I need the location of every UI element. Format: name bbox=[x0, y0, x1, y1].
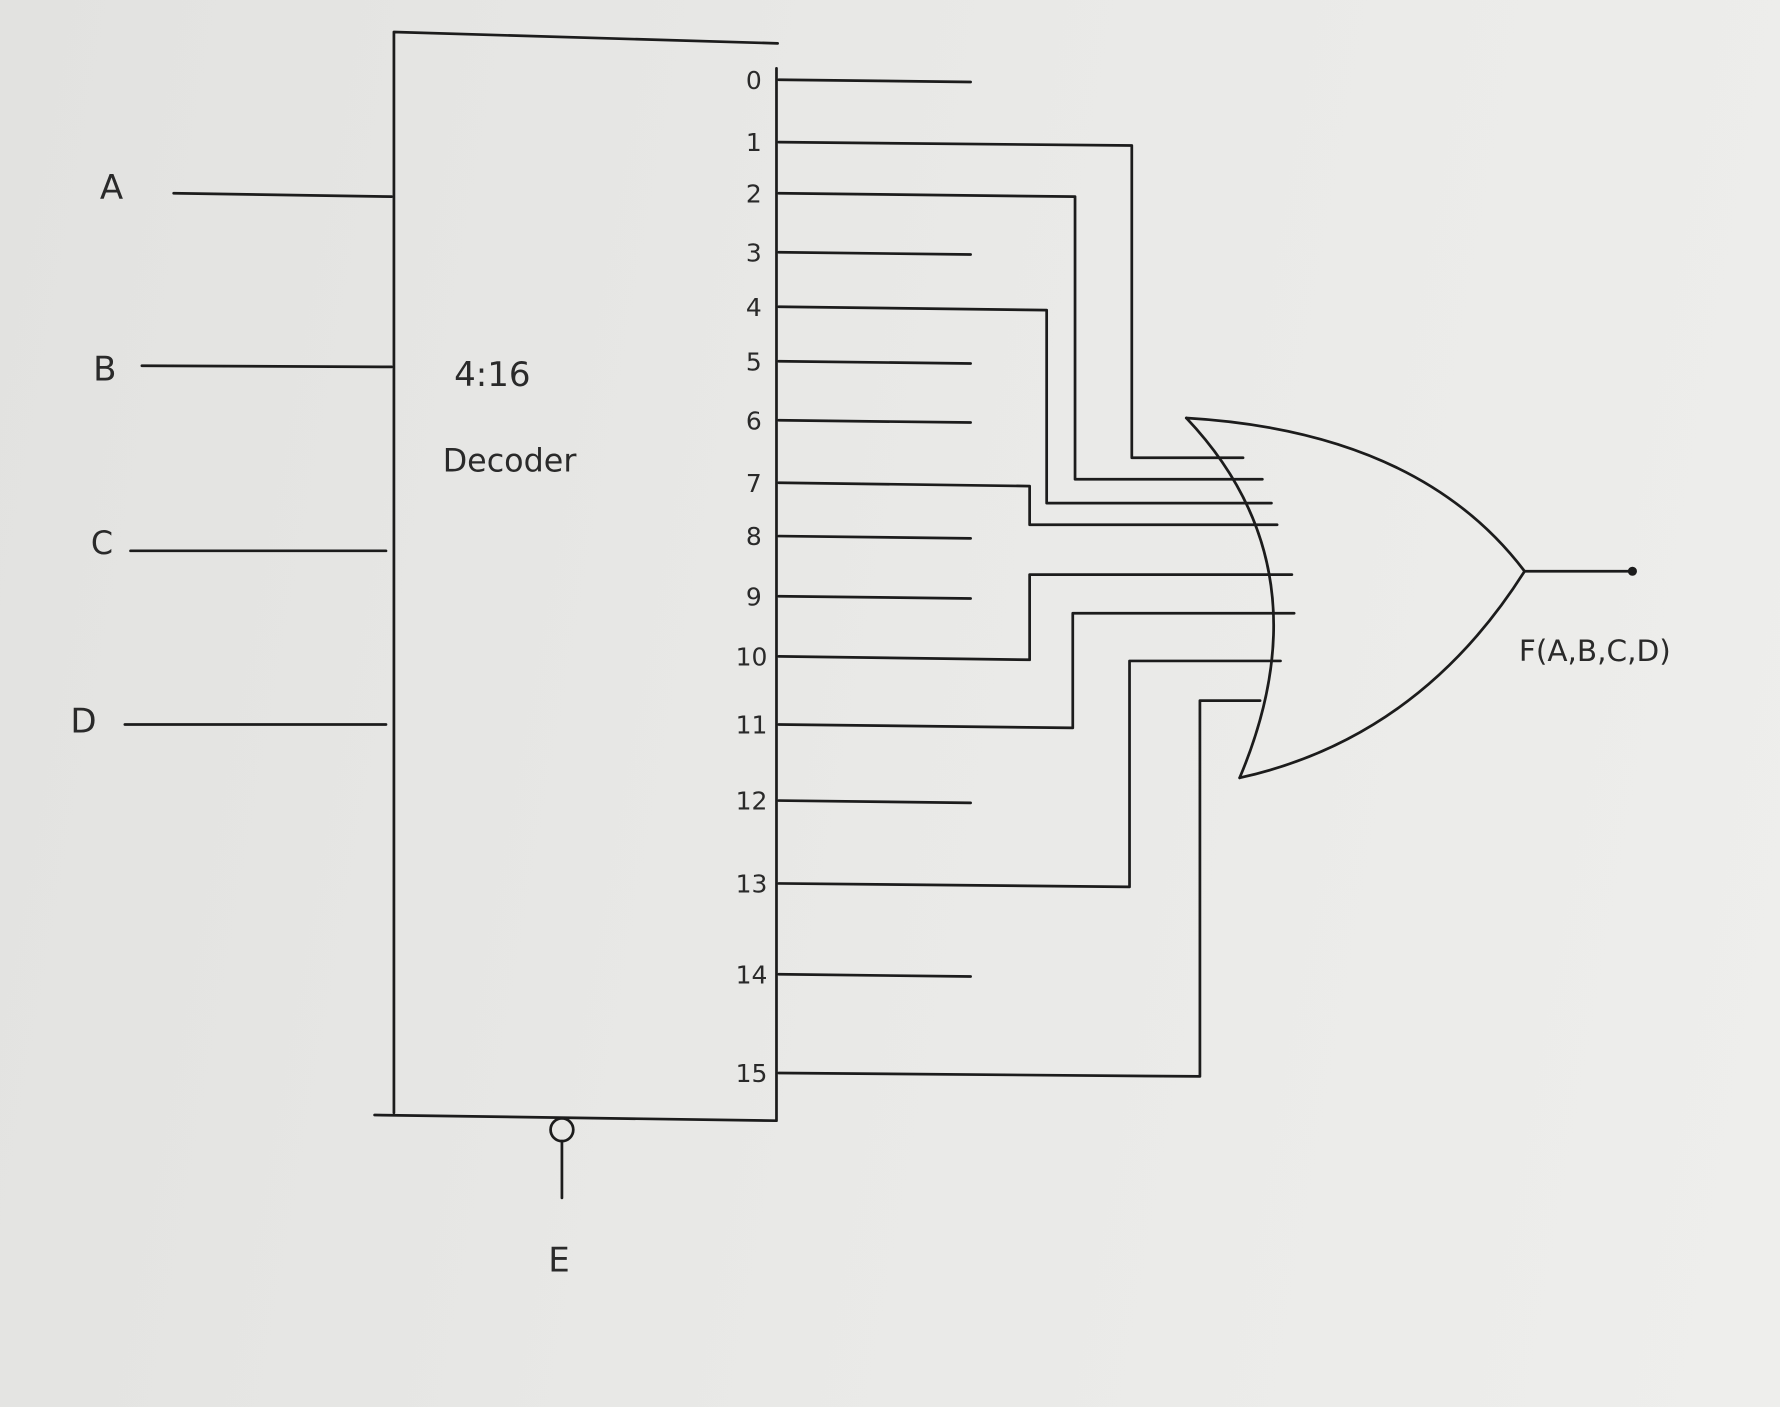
output-wire-3 bbox=[777, 250, 972, 256]
input-label-a: A bbox=[100, 168, 124, 208]
output-wire-8 bbox=[777, 534, 972, 540]
enable-label: E bbox=[548, 1241, 570, 1281]
output-label-3: 3 bbox=[746, 238, 762, 267]
input-label-d: D bbox=[70, 701, 96, 741]
output-wire-2 bbox=[777, 191, 1264, 481]
output-label-5: 5 bbox=[746, 347, 762, 376]
output-wire-11 bbox=[777, 611, 1296, 730]
output-label-1: 1 bbox=[746, 128, 762, 157]
output-label-2: 2 bbox=[746, 179, 762, 208]
output-wire-4 bbox=[777, 305, 1273, 505]
output-wire-9 bbox=[777, 594, 972, 600]
output-label-7: 7 bbox=[746, 469, 762, 498]
decoder-title: 4:16 bbox=[454, 355, 530, 395]
output-label-4: 4 bbox=[746, 293, 762, 322]
output-label-9: 9 bbox=[746, 582, 762, 611]
output-label-11: 11 bbox=[736, 711, 768, 740]
output-label-6: 6 bbox=[746, 406, 762, 435]
output-wire-13 bbox=[777, 659, 1282, 889]
output-wire-5 bbox=[777, 359, 972, 365]
or-gate-body bbox=[1184, 416, 1526, 780]
output-terminal-dot bbox=[1627, 566, 1637, 576]
output-label-14: 14 bbox=[736, 960, 768, 989]
or-gate: F(A,B,C,D) bbox=[1184, 416, 1671, 780]
decoder-block: 4:16 Decoder bbox=[373, 30, 779, 1123]
output-label-0: 0 bbox=[746, 66, 762, 95]
input-label-b: B bbox=[93, 350, 116, 390]
output-label-8: 8 bbox=[746, 522, 762, 551]
enable-input: E bbox=[548, 1117, 575, 1281]
output-label-15: 15 bbox=[736, 1059, 768, 1088]
output-label-12: 12 bbox=[736, 787, 768, 816]
input-label-c: C bbox=[91, 526, 113, 562]
output-wire-6 bbox=[777, 418, 972, 424]
output-label-13: 13 bbox=[736, 870, 768, 899]
output-wire-0 bbox=[777, 78, 972, 84]
output-wire-12 bbox=[777, 799, 972, 805]
output-wire-1 bbox=[777, 140, 1245, 460]
or-gate-back bbox=[1184, 416, 1276, 780]
input-wire-a bbox=[172, 191, 394, 198]
output-label: F(A,B,C,D) bbox=[1519, 634, 1671, 668]
enable-bubble bbox=[549, 1117, 575, 1143]
decoder-subtitle: Decoder bbox=[443, 443, 578, 479]
output-wire-7 bbox=[777, 481, 1279, 527]
output-wire-15 bbox=[777, 699, 1262, 1078]
output-wire-14 bbox=[777, 972, 972, 978]
input-lines: A B C D bbox=[70, 168, 394, 741]
input-wire-b bbox=[140, 364, 394, 369]
output-wire-10 bbox=[777, 573, 1294, 662]
output-label-10: 10 bbox=[736, 642, 768, 671]
